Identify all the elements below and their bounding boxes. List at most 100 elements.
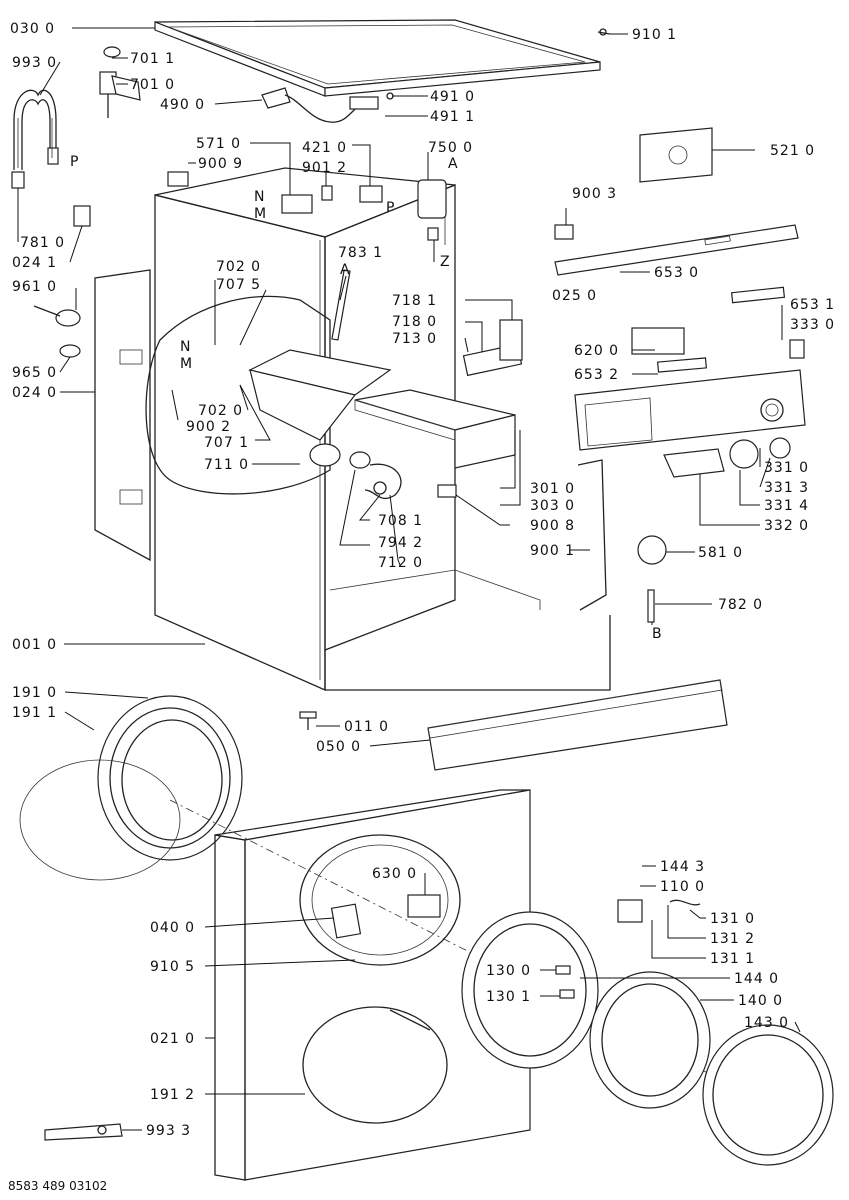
label-p-top: P (70, 154, 79, 170)
label-653-2: 653 2 (574, 367, 619, 383)
label-n-top: N (254, 189, 265, 205)
label-910-1: 910 1 (632, 27, 677, 43)
label-900-9: 900 9 (198, 156, 243, 172)
label-a-mid: A (340, 262, 351, 278)
label-490-0: 490 0 (160, 97, 205, 113)
label-001-0: 001 0 (12, 637, 57, 653)
label-993-3: 993 3 (146, 1123, 191, 1139)
label-131-1: 131 1 (710, 951, 755, 967)
label-702-0: 702 0 (216, 259, 261, 275)
door-outer-ring (702, 1024, 834, 1166)
label-782-0: 782 0 (718, 597, 763, 613)
label-030-0: 030 0 (10, 21, 55, 37)
label-712-0: 712 0 (378, 555, 423, 571)
label-025-0: 025 0 (552, 288, 597, 304)
label-993-0: 993 0 (12, 55, 57, 71)
leader-lines (17, 27, 801, 1131)
label-301-0: 301 0 (530, 481, 575, 497)
label-131-0: 131 0 (710, 911, 755, 927)
label-718-0: 718 0 (392, 314, 437, 330)
label-110-0: 110 0 (660, 879, 705, 895)
pressure-switch (417, 179, 447, 241)
label-581-0: 581 0 (698, 545, 743, 561)
door-frame (461, 911, 599, 1069)
part-labels: 030 0 910 1 993 0 701 1 701 0 490 0 491 … (10, 21, 835, 1139)
label-900-2: 900 2 (186, 419, 231, 435)
label-024-0: 024 0 (12, 385, 57, 401)
screw-top-right (597, 28, 611, 36)
detergent-dispenser (248, 349, 392, 467)
label-331-3: 331 3 (764, 480, 809, 496)
electronic-board (639, 127, 713, 183)
label-708-1: 708 1 (378, 513, 423, 529)
label-718-1: 718 1 (392, 293, 437, 309)
label-333-0: 333 0 (790, 317, 835, 333)
parts-drawing (11, 19, 834, 1181)
inlet-hose (11, 89, 59, 189)
bellow-hose (349, 451, 402, 500)
label-144-3: 144 3 (660, 859, 705, 875)
label-191-2: 191 2 (150, 1087, 195, 1103)
door-lock-parts (330, 894, 701, 1031)
top-cover (154, 19, 601, 97)
label-m-mid: M (180, 356, 193, 372)
small-components (33, 171, 805, 623)
label-p-pump: P (386, 200, 395, 216)
label-653-0: 653 0 (654, 265, 699, 281)
label-143-0: 143 0 (744, 1015, 789, 1031)
label-130-1: 130 1 (486, 989, 531, 1005)
label-024-1: 024 1 (12, 255, 57, 271)
footer-code: 8583 489 03102 (8, 1179, 107, 1193)
label-140-0: 140 0 (738, 993, 783, 1009)
label-900-8: 900 8 (530, 518, 575, 534)
label-961-0: 961 0 (12, 279, 57, 295)
label-m-top: M (254, 206, 267, 222)
label-a-top: A (448, 156, 459, 172)
dispenser-drawer (354, 389, 516, 469)
label-130-0: 130 0 (486, 963, 531, 979)
label-050-0: 050 0 (316, 739, 361, 755)
label-040-0: 040 0 (150, 920, 195, 936)
tool-wrench (44, 1123, 123, 1141)
label-707-1: 707 1 (204, 435, 249, 451)
label-191-1: 191 1 (12, 705, 57, 721)
label-630-0: 630 0 (372, 866, 417, 882)
label-701-0: 701 0 (130, 77, 175, 93)
label-901-2: 901 2 (302, 160, 347, 176)
label-021-0: 021 0 (150, 1031, 195, 1047)
label-707-5: 707 5 (216, 277, 261, 293)
label-z: Z (440, 254, 451, 270)
door-seal (19, 695, 243, 881)
foot (299, 711, 317, 730)
label-713-0: 713 0 (392, 331, 437, 347)
label-783-1: 783 1 (338, 245, 383, 261)
label-421-0: 421 0 (302, 140, 347, 156)
label-711-0: 711 0 (204, 457, 249, 473)
label-331-4: 331 4 (764, 498, 809, 514)
rear-panel (94, 269, 151, 562)
label-303-0: 303 0 (530, 498, 575, 514)
plinth (427, 679, 728, 771)
control-panel (574, 369, 806, 451)
label-131-2: 131 2 (710, 931, 755, 947)
label-794-2: 794 2 (378, 535, 423, 551)
label-701-1: 701 1 (130, 51, 175, 67)
label-965-0: 965 0 (12, 365, 57, 381)
label-702-0b: 702 0 (198, 403, 243, 419)
label-b: B (652, 626, 663, 642)
mains-cable (261, 87, 394, 123)
label-331-0: 331 0 (764, 460, 809, 476)
door-glass (589, 971, 711, 1109)
label-521-0: 521 0 (770, 143, 815, 159)
label-491-0: 491 0 (430, 89, 475, 105)
label-011-0: 011 0 (344, 719, 389, 735)
label-750-0: 750 0 (428, 140, 473, 156)
label-144-0: 144 0 (734, 971, 779, 987)
label-900-1: 900 1 (530, 543, 575, 559)
label-900-3: 900 3 (572, 186, 617, 202)
label-191-0: 191 0 (12, 685, 57, 701)
label-781-0: 781 0 (20, 235, 65, 251)
label-n-mid: N (180, 339, 191, 355)
top-rail (554, 224, 799, 276)
